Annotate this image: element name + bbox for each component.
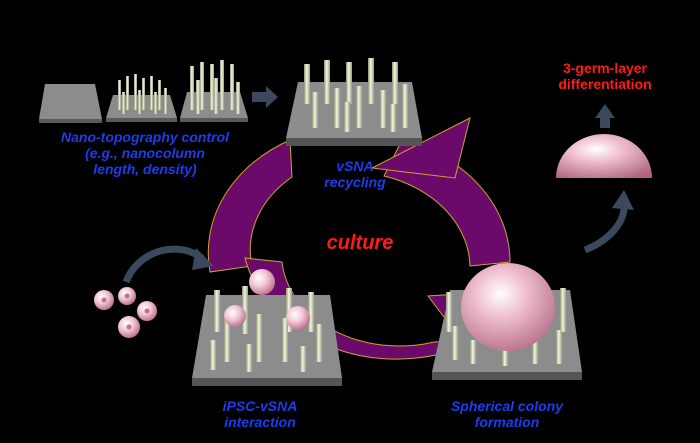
nano-label-line-2: (e.g., nanocolumn [85, 145, 205, 161]
ipsc-label-line-2: interaction [224, 414, 296, 430]
nano-label-line-3: length, density) [93, 161, 197, 177]
nano-label-line-1: Nano-topography control [61, 129, 229, 145]
colony-label-line-2: formation [474, 414, 540, 430]
colony-label-line-1: Spherical colony [450, 398, 564, 414]
spherical-colony-label: Spherical colony formation [432, 398, 582, 430]
diff-label-line-1: 3-germ-layer [562, 60, 648, 76]
culture-label: culture [326, 232, 394, 254]
differentiation-label: 3-germ-layer differentiation [530, 60, 680, 92]
up-arrow-icon [595, 104, 615, 128]
spherical-colony-icon [461, 263, 555, 351]
nano-topography-label: Nano-topography control (e.g., nanocolum… [30, 129, 260, 177]
vsna-recycling-label: vSNA recycling [310, 158, 400, 190]
vsna-substrate [286, 58, 422, 146]
seeding-arrow-icon [122, 245, 205, 284]
spherical-colony-substrate [432, 263, 582, 380]
hemisphere-colony-icon [556, 134, 652, 178]
ipsc-interaction-label: iPSC-vSNA interaction [205, 398, 315, 430]
diff-label-line-2: differentiation [558, 76, 652, 92]
stem-cell-icon [94, 287, 157, 338]
short-nanocolumn-substrate-icon [106, 74, 177, 122]
vsna-label-line-2: recycling [324, 174, 386, 190]
ipsc-vsna-substrate [192, 269, 342, 386]
curved-arrow-icon [583, 204, 628, 254]
right-arrow-icon [252, 86, 278, 108]
flat-substrate-icon [39, 84, 102, 119]
vsna-label-line-1: vSNA [336, 158, 374, 174]
ipsc-label-line-1: iPSC-vSNA [222, 398, 298, 414]
long-nanocolumn-substrate-icon [180, 60, 248, 122]
